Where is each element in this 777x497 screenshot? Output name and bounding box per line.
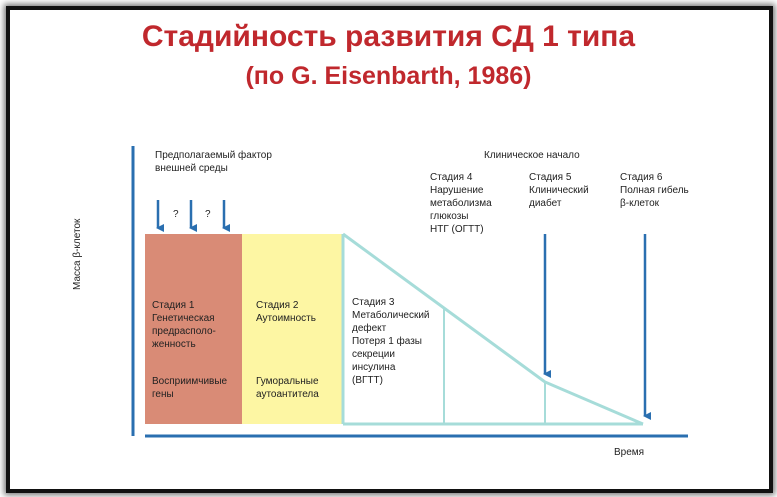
clinical-onset-label: Клиническое начало [484,150,580,161]
slide-subtitle: (по G. Eisenbarth, 1986) [245,62,532,90]
stage-3-label: Стадия 3 Метаболический дефект Потеря 1 … [352,297,430,386]
y-axis-label: Масса β-клеток [72,218,83,290]
stage-5-label: Стадия 5 Клинический диабет [529,172,589,209]
stage-2-sublabel: Гуморальные аутоантитела [256,376,319,400]
stage-6-label: Стадия 6 Полная гибель β-клеток [620,172,689,209]
question-mark-2: ? [205,209,211,220]
slide-title: Стадийность развития СД 1 типа [141,20,636,53]
question-mark-1: ? [173,209,179,220]
x-axis-label: Время [614,447,645,458]
stage-1-label: Стадия 1 Генетическая предрасполо- женно… [152,300,216,350]
stage-2-box [242,234,343,424]
stage-2-label: Стадия 2 Аутоимность [256,300,316,324]
stage-4-label: Стадия 4 Нарушение метаболизма глюкозы Н… [430,172,492,235]
stage-1-box [145,234,242,424]
stage-1-sublabel: Восприимчивые гены [152,376,228,400]
env-factor-label: Предполагаемый фактор внешней среды [155,150,272,174]
